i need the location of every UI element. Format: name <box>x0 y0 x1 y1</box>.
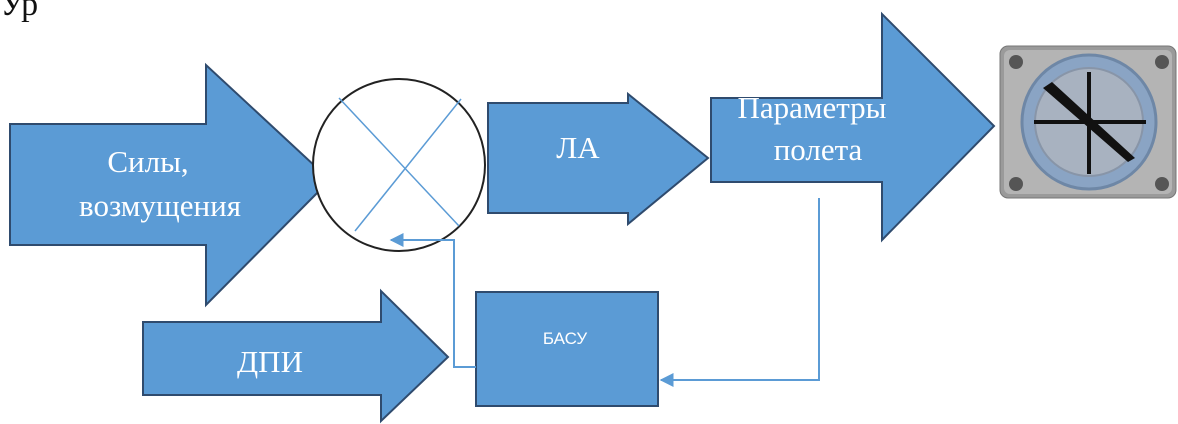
flight-params-arrow: Параметры полета <box>710 11 996 243</box>
basu-label: БАСУ <box>543 329 587 348</box>
feedback-line-params-to-basu <box>659 198 820 387</box>
la-label: ЛА <box>556 130 600 165</box>
summing-junction-cross-1 <box>338 97 460 227</box>
forces-label-line2: возмущения <box>79 188 241 223</box>
indicator-needle <box>1043 82 1135 162</box>
indicator-screw-bl <box>1009 177 1023 191</box>
feedback-line-basu-to-junction <box>389 233 476 368</box>
basu-block-rect <box>475 291 659 407</box>
dpi-arrow: ДПИ <box>142 288 450 424</box>
la-arrow-shape <box>487 91 710 227</box>
indicator-screw-br <box>1155 177 1169 191</box>
dpi-arrow-shape <box>142 288 450 424</box>
la-arrow: ЛА <box>487 91 710 227</box>
forces-arrow: Силы, возмущения <box>9 62 332 308</box>
flight-params-label-line1: Параметры <box>737 90 886 125</box>
attitude-indicator-icon <box>999 45 1177 199</box>
indicator-screw-tr <box>1155 55 1169 69</box>
basu-block: БАСУ <box>475 291 659 407</box>
flight-params-arrow-shape <box>710 11 996 243</box>
summing-junction <box>312 78 486 252</box>
forces-label-line1: Силы, <box>107 144 188 179</box>
flight-params-label-line2: полета <box>774 132 863 167</box>
top-text-fragment: Ур <box>0 0 39 23</box>
indicator-screw-tl <box>1009 55 1023 69</box>
dpi-label: ДПИ <box>237 344 303 379</box>
summing-junction-cross-2 <box>354 98 462 232</box>
forces-arrow-shape <box>9 62 332 308</box>
